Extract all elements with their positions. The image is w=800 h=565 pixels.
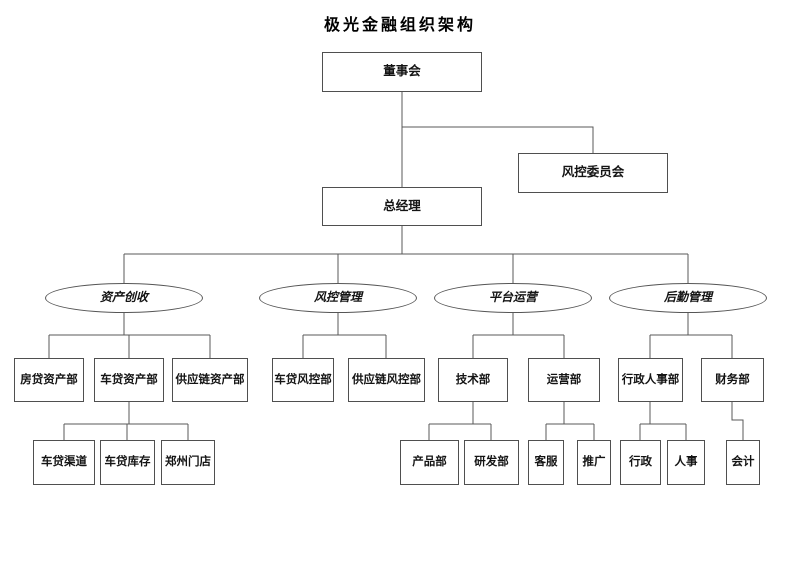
node-finance-dept: 财务部 [701, 358, 764, 402]
node-car-loan-risk-dept: 车贷风控部 [272, 358, 334, 402]
node-admin-hr-dept: 行政人事部 [618, 358, 683, 402]
division-ellipse-asset-revenue: 资产创收 [45, 283, 203, 313]
node-mortgage-assets-dept: 房贷资产部 [14, 358, 84, 402]
node-risk-committee: 风控委员会 [518, 153, 668, 193]
node-car-loan-assets-dept: 车贷资产部 [94, 358, 164, 402]
node-supply-chain-risk-dept: 供应链风控部 [348, 358, 425, 402]
division-ellipse-logistics-management: 后勤管理 [609, 283, 767, 313]
node-supply-chain-assets-dept: 供应链资产部 [172, 358, 248, 402]
node-product-dept: 产品部 [400, 440, 459, 485]
page-title: 极光金融组织架构 [323, 17, 476, 34]
node-general-manager: 总经理 [322, 187, 482, 226]
node-administration: 行政 [620, 440, 661, 485]
node-customer-service: 客服 [528, 440, 564, 485]
node-car-loan-channels: 车贷渠道 [33, 440, 95, 485]
node-human-resources: 人事 [667, 440, 705, 485]
node-rnd-dept: 研发部 [464, 440, 519, 485]
node-technology-dept: 技术部 [438, 358, 508, 402]
node-promotion: 推广 [577, 440, 611, 485]
node-zhengzhou-store: 郑州门店 [161, 440, 215, 485]
node-accounting: 会计 [726, 440, 760, 485]
node-operations-dept: 运营部 [528, 358, 600, 402]
division-ellipse-platform-operations: 平台运营 [434, 283, 592, 313]
node-car-loan-inventory: 车贷库存 [100, 440, 155, 485]
node-board: 董事会 [322, 52, 482, 92]
division-ellipse-risk-management: 风控管理 [259, 283, 417, 313]
